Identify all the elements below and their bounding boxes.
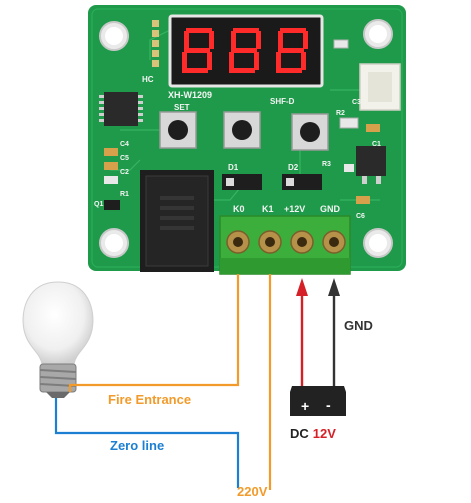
silk-c2: C2 — [120, 169, 129, 176]
wire-fire-entrance — [68, 274, 240, 392]
silk-c3: C3 — [352, 99, 361, 106]
relay — [140, 170, 214, 272]
silk-model: XH-W1209 — [168, 90, 212, 100]
silk-q1: Q1 — [94, 201, 103, 208]
silk-c4: C4 — [120, 141, 129, 148]
battery-plus: + — [301, 398, 309, 414]
wire-zero-line — [54, 398, 240, 488]
silk-c1: C1 — [372, 141, 381, 148]
terminal-label-k1: K1 — [262, 204, 274, 214]
terminal-label-gnd: GND — [320, 204, 341, 214]
digit-1 — [182, 28, 214, 73]
button-up[interactable] — [223, 111, 261, 149]
pcb-board: XH-W1209 SET SHF-D HC C4 C5 C2 Q1 R1 R2 … — [88, 5, 406, 275]
label-fire-entrance: Fire Entrance — [108, 392, 191, 407]
digit-3 — [276, 28, 308, 73]
button-set[interactable] — [159, 111, 197, 149]
label-dc-12v: DC 12V — [290, 426, 336, 441]
wire-labels: GND Fire Entrance Zero line 220V DC 12V — [108, 318, 373, 499]
silk-r1: R1 — [120, 191, 129, 198]
arrow-gnd — [328, 278, 340, 296]
silk-set: SET — [174, 103, 190, 112]
screw-k1[interactable] — [258, 230, 282, 254]
label-dc: DC — [290, 426, 309, 441]
light-bulb — [22, 281, 94, 398]
screw-gnd[interactable] — [322, 230, 346, 254]
screw-12v[interactable] — [290, 230, 314, 254]
silk-c6: C6 — [356, 213, 365, 220]
diodes — [222, 174, 322, 190]
silkscreen-labels: XH-W1209 SET SHF-D HC C4 C5 C2 Q1 R1 R2 … — [94, 75, 381, 220]
smd-components-right — [339, 117, 386, 204]
label-gnd: GND — [344, 318, 373, 333]
display-digits — [182, 28, 308, 73]
smd-resistor — [333, 39, 349, 49]
arrow-plus-12v — [296, 278, 308, 296]
silk-shf: SHF-D — [270, 97, 295, 106]
wires — [54, 274, 340, 490]
ic-chip — [99, 92, 143, 126]
smd-components-left — [104, 148, 120, 210]
mounting-holes — [99, 19, 393, 258]
silk-d2: D2 — [288, 163, 299, 172]
sensor-connector — [359, 63, 401, 111]
bulb-glass — [22, 281, 94, 365]
label-12v: 12V — [313, 426, 336, 441]
seven-segment-display — [168, 14, 324, 88]
label-zero-line: Zero line — [110, 438, 164, 453]
dc-power-source: + - — [290, 386, 346, 416]
battery-body — [290, 392, 346, 416]
push-buttons — [159, 111, 329, 151]
silk-hc: HC — [142, 75, 154, 84]
button-down[interactable] — [291, 113, 329, 151]
silk-r3: R3 — [322, 161, 331, 168]
silk-d1: D1 — [228, 163, 239, 172]
header-pins — [152, 20, 159, 67]
terminal-block — [219, 215, 351, 275]
silk-r2: R2 — [336, 110, 345, 117]
terminal-label-k0: K0 — [233, 204, 245, 214]
terminal-label-12v: +12V — [284, 204, 305, 214]
bulb-base — [39, 363, 77, 398]
voltage-regulator — [356, 146, 386, 176]
battery-minus: - — [326, 397, 331, 413]
label-220v: 220V — [237, 484, 268, 499]
silk-c5: C5 — [120, 155, 129, 162]
screw-k0[interactable] — [226, 230, 250, 254]
digit-2 — [229, 28, 261, 73]
